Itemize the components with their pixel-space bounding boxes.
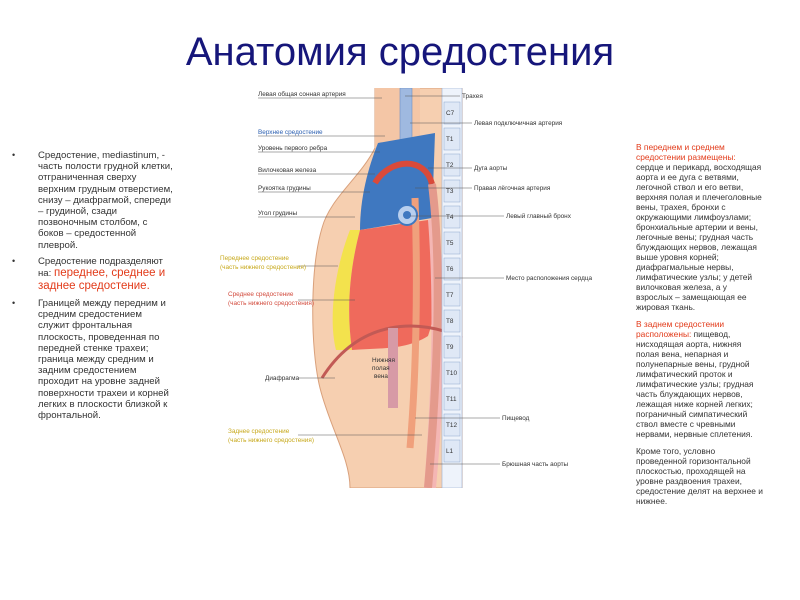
paragraph: Кроме того, условно проведенной горизонт… [636, 446, 764, 506]
label-middle-sub: (часть нижнего средостения) [228, 300, 314, 307]
label-ivc-1: Нижняя [372, 357, 395, 364]
esophagus [406, 197, 420, 449]
label-ivc-2: полая [372, 365, 390, 372]
vertebra-t1 [443, 127, 461, 151]
vertebra-t10 [443, 361, 461, 385]
list-item: • Границей между передним и средним сред… [12, 298, 175, 422]
label-left-bronchus: Левый главный бронх [506, 212, 572, 220]
vertebra-t8 [443, 309, 461, 333]
list-item-text: Границей между передним и средним средос… [38, 298, 169, 422]
vertebra-t9 [443, 335, 461, 359]
vertebra-label: T3 [446, 188, 454, 195]
label-aortic-arch: Дуга аорты [474, 165, 508, 172]
label-posterior-mediastinum: Заднее средостение [228, 428, 290, 435]
paragraph-heading: В заднем средостении расположены: [636, 319, 725, 339]
label-heart-place: Место расположения сердца [506, 275, 593, 282]
label-diaphragm: Диафрагма [265, 375, 300, 382]
vertebra-t2 [443, 153, 461, 177]
highlight-text: переднее, среднее и заднее средостение. [38, 267, 166, 293]
label-pulmonary-artery: Правая лёгочная артерия [474, 185, 551, 192]
vertebra-l1 [443, 439, 461, 463]
label-esophagus: Пищевод [502, 415, 530, 422]
vertebra-label: T10 [446, 370, 457, 377]
aortic-arch [372, 160, 435, 185]
vertebra-t6 [443, 257, 461, 281]
list-item-text: Средостение подразделяют на: [38, 255, 163, 280]
vertebra-label: T2 [446, 162, 454, 169]
left-bullet-list: • Средостение, mediastinum, - часть поло… [10, 150, 175, 421]
vertebra-label: T7 [446, 292, 454, 299]
vertebra-label: T6 [446, 266, 454, 273]
bullet: • [12, 150, 16, 160]
label-sternal-angle: Угол грудины [258, 210, 298, 217]
vertebra-label: C7 [446, 110, 455, 117]
vertebra-label: T11 [446, 396, 457, 403]
label-subclavian: Левая подключичная артерия [474, 120, 563, 127]
left-text-column: • Средостение, mediastinum, - часть поло… [10, 150, 175, 426]
vertebra-label: T5 [446, 240, 454, 247]
paragraph: В заднем средостении расположены: пищево… [636, 319, 764, 439]
vertebra-t11 [443, 387, 461, 411]
paragraph-heading: В переднем и среднем средостении размеще… [636, 142, 736, 162]
label-first-rib: Уровень первого ребра [258, 144, 328, 152]
list-item: • Средостение подразделяют на: переднее,… [12, 255, 175, 293]
label-ivc-3: вена [374, 373, 388, 380]
paragraph: В переднем и среднем средостении размеще… [636, 142, 764, 312]
bullet: • [12, 298, 16, 309]
vertebra-label: T9 [446, 344, 454, 351]
vertebra-t12 [443, 413, 461, 437]
label-anterior-mediastinum: Переднее средостение [220, 255, 289, 262]
list-item-text: Средостение, mediastinum, - часть полост… [38, 150, 173, 251]
anterior-mediastinum-region [332, 230, 360, 350]
paragraph-text: сердце и перикард, восходящая аорта и ее… [636, 162, 762, 312]
label-superior-mediastinum: Верхнее средостение [258, 129, 323, 136]
label-manubrium: Рукоятка грудины [258, 185, 311, 192]
inferior-vena-cava [388, 328, 398, 408]
label-trachea: Трахея [462, 93, 483, 100]
vertebra-c7 [443, 101, 461, 125]
vertebra-t3 [443, 179, 461, 203]
paragraph-text: пищевод, нисходящая аорта, нижняя полая … [636, 329, 754, 439]
vertebra-t7 [443, 283, 461, 307]
vertebra-label: L1 [446, 448, 454, 455]
bullet: • [12, 255, 16, 266]
label-middle-mediastinum: Среднее средостение [228, 291, 294, 298]
list-item: • Средостение, mediastinum, - часть поло… [12, 150, 175, 251]
label-anterior-sub: (часть нижнего средостения) [220, 264, 306, 271]
right-text-column: В переднем и среднем средостении размеще… [636, 142, 764, 513]
label-thymus: Вилочковая железа [258, 167, 317, 174]
vertebra-t5 [443, 231, 461, 255]
pulmonary-artery-icon [403, 211, 411, 219]
paragraph-text: Кроме того, условно проведенной горизонт… [636, 446, 763, 506]
vertebra-label: T8 [446, 318, 454, 325]
descending-aorta [424, 183, 442, 489]
vertebra-t4 [443, 205, 461, 229]
label-abdominal-aorta: Брюшная часть аорты [502, 461, 569, 468]
vertebra-label: T1 [446, 136, 454, 143]
page-title: Анатомия средостения [185, 30, 615, 74]
label-posterior-sub: (часть нижнего средостения) [228, 437, 314, 444]
leader-lines [258, 95, 504, 465]
vertebra-label: T12 [446, 422, 457, 429]
label-left-carotid: Левая общая сонная артерия [258, 90, 346, 98]
vertebra-label: T4 [446, 214, 454, 221]
